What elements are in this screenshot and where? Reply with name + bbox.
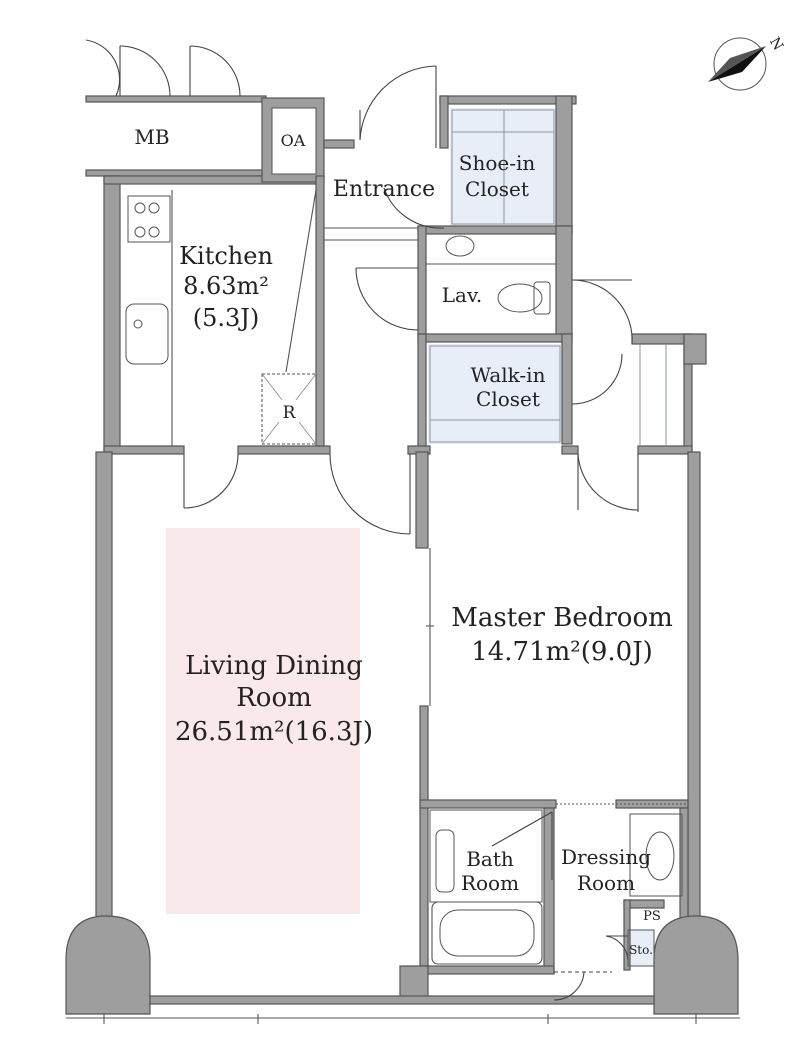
dressing-basin: [629, 813, 683, 897]
walkin-closet-door: [571, 279, 633, 405]
north-label: N: [766, 35, 786, 54]
north-arrow-icon: N: [708, 35, 786, 91]
walkin-closet-label-2: Closet: [476, 387, 540, 411]
bath-label-2: Room: [461, 871, 519, 895]
bath-label-1: Bath: [466, 847, 514, 871]
shoe-closet-shelves: [451, 109, 555, 225]
lav-label: Lav.: [442, 283, 483, 307]
mb-label: MB: [134, 125, 169, 149]
dressing-label-2: Room: [577, 871, 635, 895]
living-hall-door: [329, 453, 411, 535]
storage-fill: [628, 930, 654, 966]
living-label-2: Room: [236, 683, 312, 713]
bathtub-icon: [431, 901, 543, 965]
lav-door: [355, 267, 419, 331]
refrigerator-label: R: [283, 403, 297, 423]
shoe-closet-label-1: Shoe-in: [459, 151, 536, 175]
kitchen-area: 8.63m²: [183, 272, 269, 300]
entrance-door: [359, 65, 437, 148]
walkin-closet-shelves: [429, 345, 561, 443]
living-label-1: Living Dining: [185, 651, 363, 681]
balcony-doors: [85, 39, 241, 97]
service-door: [553, 971, 612, 1001]
shoe-closet-fill: [450, 108, 556, 226]
storage-label: Sto.: [629, 943, 653, 957]
entrance-label: Entrance: [333, 177, 435, 202]
stove-icon: [127, 195, 171, 243]
ps-label: PS: [643, 909, 661, 924]
walls: [65, 95, 739, 1015]
lav-basin-icon: [445, 235, 475, 257]
refrigerator-icon: [261, 373, 317, 445]
toilet-icon: [497, 281, 551, 315]
master-bedroom-label: Master Bedroom: [451, 603, 673, 633]
walkin-closet-fill: [428, 344, 562, 444]
dressing-label-1: Dressing: [561, 845, 651, 869]
living-room-highlight: [166, 528, 360, 914]
walkin-closet-label-1: Walk-in: [471, 363, 546, 387]
bath-door: [491, 811, 553, 880]
corridor-shelves: [639, 344, 667, 446]
kitchen-label: Kitchen: [179, 242, 273, 270]
master-bedroom-area: 14.71m²(9.0J): [471, 637, 653, 667]
baseline-ticks: [103, 1014, 697, 1024]
living-area: 26.51m²(16.3J): [175, 717, 373, 747]
sink-icon: [125, 303, 169, 365]
living-kitchen-door: [183, 453, 239, 509]
oa-label: OA: [281, 131, 306, 150]
bedroom-door: [577, 453, 639, 512]
kitchen-jo: (5.3J): [193, 304, 260, 332]
shoe-closet-label-2: Closet: [465, 177, 529, 201]
